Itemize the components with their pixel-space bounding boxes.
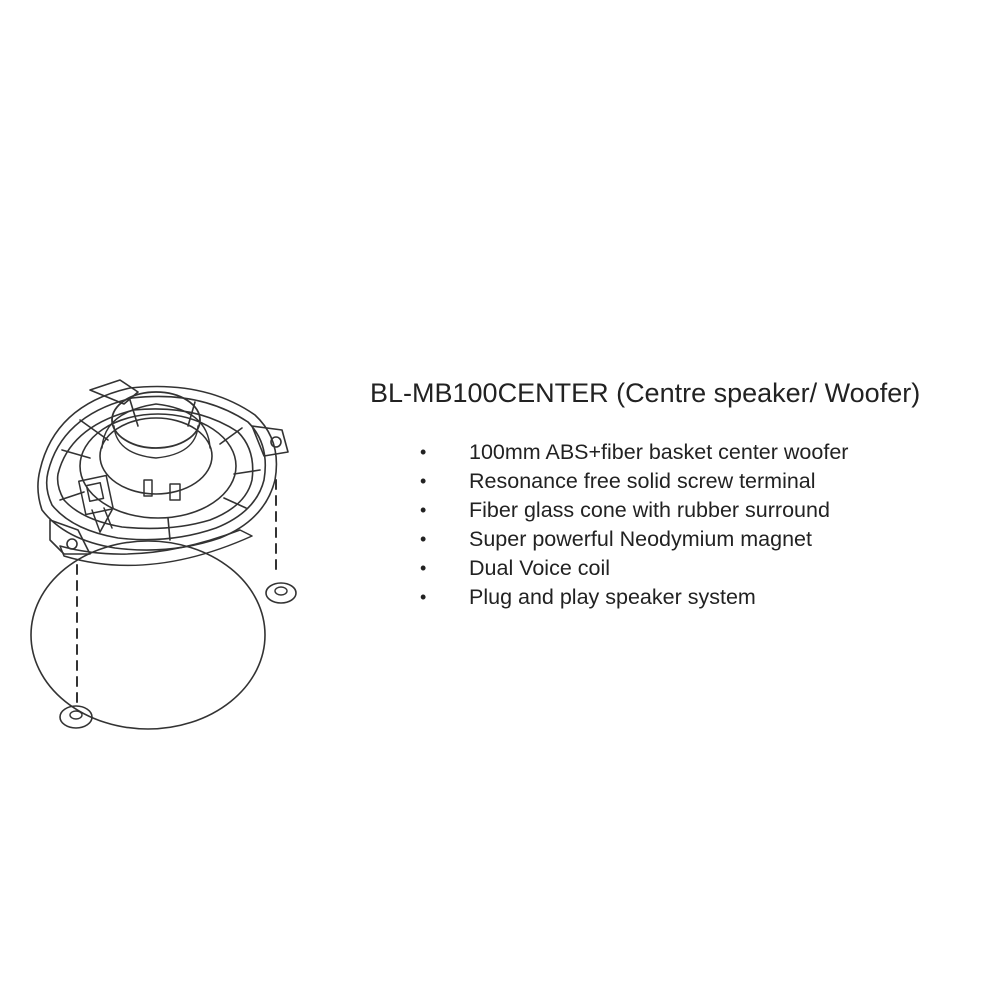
mounting-flange <box>59 529 253 567</box>
bullet-icon: • <box>420 471 427 491</box>
screw-terminal <box>78 474 181 533</box>
feature-text: Resonance free solid screw terminal <box>469 469 816 493</box>
speaker-basket <box>37 379 289 555</box>
bullet-icon: • <box>420 442 427 462</box>
washer-right <box>265 582 297 604</box>
feature-text: Fiber glass cone with rubber surround <box>469 498 830 522</box>
speaker-mounting-diagram <box>30 379 297 730</box>
mounting-hole-outline <box>30 540 266 730</box>
dust-cap <box>111 391 201 449</box>
bullet-icon: • <box>420 587 427 607</box>
feature-text: Plug and play speaker system <box>469 585 756 609</box>
washer-left <box>59 705 93 729</box>
bullet-icon: • <box>420 529 427 549</box>
bullet-icon: • <box>420 558 427 578</box>
feature-text: Dual Voice coil <box>469 556 611 580</box>
speaker-cone <box>79 391 237 519</box>
feature-text: 100mm ABS+fiber basket center woofer <box>469 440 849 464</box>
bullet-icon: • <box>420 500 427 520</box>
feature-text: Super powerful Neodymium magnet <box>469 527 812 551</box>
product-title: BL-MB100CENTER (Centre speaker/ Woofer) <box>370 378 921 408</box>
